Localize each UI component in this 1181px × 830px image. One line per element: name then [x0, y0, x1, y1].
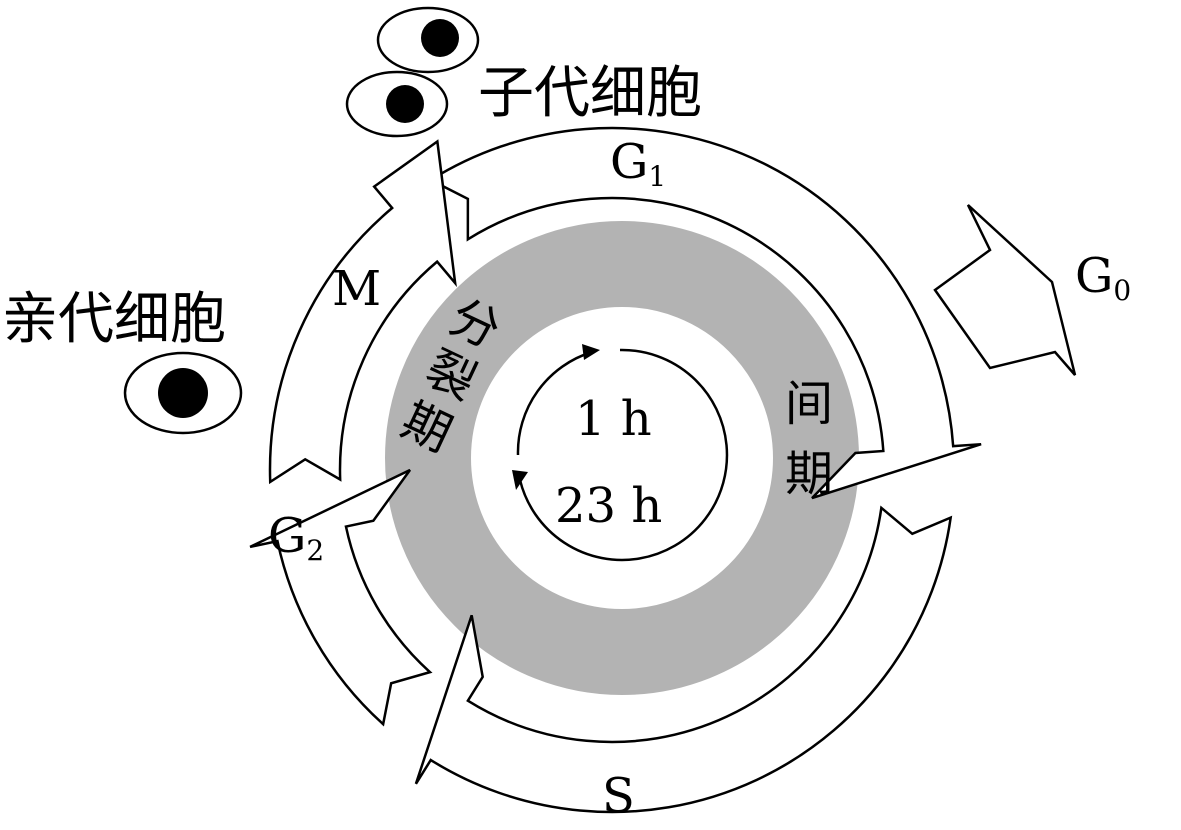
arrowhead-icon	[582, 344, 600, 360]
daughter-cell	[345, 70, 449, 138]
g1-label: G1	[610, 134, 666, 193]
g1-arrow	[428, 126, 982, 500]
m-arrow	[268, 139, 457, 485]
interphase-time-label: 23 h	[555, 478, 662, 534]
phase-ring	[385, 221, 859, 695]
division-time-label: 1 h	[575, 391, 652, 447]
daughter-cell	[376, 6, 480, 74]
daughter-cells-label: 子代细胞	[478, 61, 702, 126]
g2-label: G2	[268, 508, 324, 567]
arrowhead-icon	[512, 470, 528, 490]
parent-cell-label: 亲代细胞	[2, 287, 226, 352]
interphase-time-arrow	[518, 348, 729, 562]
g2-arrow	[249, 468, 433, 727]
svg-text:期: 期	[785, 446, 833, 502]
s-label: S	[602, 768, 635, 824]
m-label: M	[332, 261, 381, 317]
svg-text:间: 间	[785, 376, 833, 432]
phase-arrows	[249, 126, 982, 814]
parent-cell	[123, 351, 243, 435]
g0-branch-arrow	[933, 204, 1077, 376]
division-time-arrow	[516, 350, 593, 456]
interphase-label: 间 期	[785, 376, 833, 502]
s-arrow	[414, 505, 953, 814]
g0-label: G0	[1075, 248, 1131, 307]
